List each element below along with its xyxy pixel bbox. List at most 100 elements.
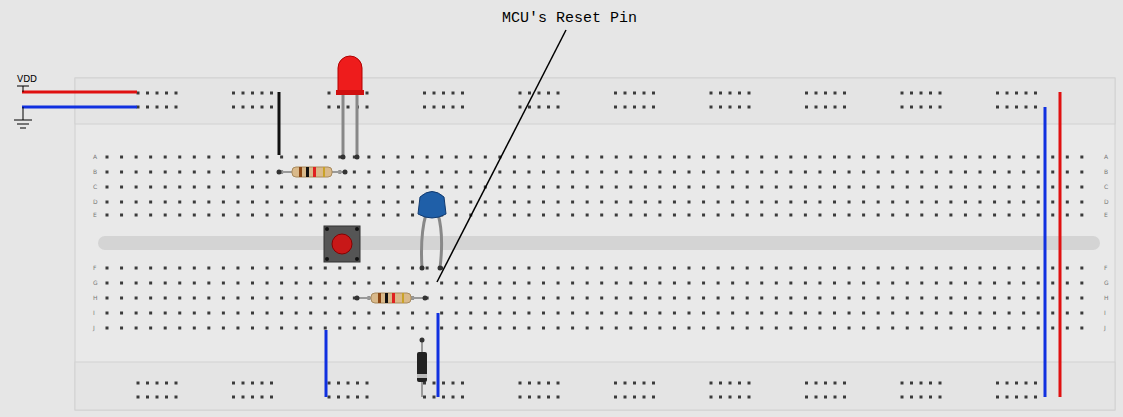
breadboard-hole xyxy=(901,382,904,385)
breadboard-hole xyxy=(939,92,942,95)
breadboard-hole xyxy=(1034,106,1037,109)
breadboard-hole xyxy=(920,214,923,217)
breadboard-hole xyxy=(920,327,923,330)
breadboard-hole xyxy=(295,327,298,330)
breadboard-hole xyxy=(633,396,636,399)
breadboard-hole xyxy=(964,171,967,174)
breadboard-hole xyxy=(455,214,458,217)
breadboard-hole xyxy=(702,312,705,315)
breadboard-hole xyxy=(710,382,713,385)
breadboard-hole xyxy=(1015,106,1018,109)
breadboard-hole xyxy=(347,382,350,385)
breadboard-hole xyxy=(920,156,923,159)
breadboard-hole xyxy=(920,171,923,174)
breadboard-hole xyxy=(571,267,574,270)
breadboard-hole xyxy=(178,201,181,204)
breadboard-hole xyxy=(1034,382,1037,385)
breadboard-hole xyxy=(455,186,458,189)
breadboard-hole xyxy=(513,201,516,204)
breadboard-hole xyxy=(789,201,792,204)
breadboard-hole xyxy=(673,327,676,330)
breadboard-hole xyxy=(353,312,356,315)
breadboard-hole xyxy=(366,92,369,95)
breadboard-hole xyxy=(586,282,589,285)
breadboard-hole xyxy=(106,171,109,174)
breadboard-hole xyxy=(629,327,632,330)
breadboard-hole xyxy=(993,312,996,315)
breadboard-hole xyxy=(440,327,443,330)
breadboard-hole xyxy=(804,214,807,217)
breadboard-hole xyxy=(848,327,851,330)
breadboard-hole xyxy=(426,327,429,330)
breadboard-hole xyxy=(1037,297,1040,300)
breadboard-hole xyxy=(775,282,778,285)
breadboard-hole xyxy=(353,327,356,330)
breadboard-hole xyxy=(433,396,436,399)
breadboard-hole xyxy=(137,396,140,399)
breadboard-hole xyxy=(993,201,996,204)
breadboard-hole xyxy=(833,201,836,204)
breadboard-hole xyxy=(929,396,932,399)
breadboard-hole xyxy=(547,92,550,95)
breadboard-hole xyxy=(848,267,851,270)
breadboard-hole xyxy=(843,382,846,385)
led-symbol xyxy=(336,56,364,160)
breadboard-hole xyxy=(804,297,807,300)
breadboard-hole xyxy=(538,382,541,385)
breadboard-hole xyxy=(629,214,632,217)
breadboard-hole xyxy=(165,396,168,399)
breadboard-hole xyxy=(775,171,778,174)
breadboard-hole xyxy=(423,92,426,95)
breadboard-hole xyxy=(309,282,312,285)
breadboard-hole xyxy=(717,214,720,217)
breadboard-hole xyxy=(949,312,952,315)
breadboard-hole xyxy=(156,106,159,109)
breadboard-hole xyxy=(644,171,647,174)
breadboard-hole xyxy=(760,201,763,204)
breadboard-hole xyxy=(658,201,661,204)
breadboard-hole xyxy=(652,92,655,95)
breadboard-hole xyxy=(1051,327,1054,330)
breadboard-hole xyxy=(843,106,846,109)
breadboard-hole xyxy=(135,156,138,159)
breadboard-hole xyxy=(397,201,400,204)
breadboard-hole xyxy=(367,327,370,330)
breadboard-hole xyxy=(193,186,196,189)
breadboard-hole xyxy=(586,171,589,174)
breadboard-hole xyxy=(452,396,455,399)
breadboard-hole xyxy=(891,201,894,204)
breadboard-hole xyxy=(789,214,792,217)
resistor-symbol xyxy=(355,293,428,303)
breadboard-hole xyxy=(1037,282,1040,285)
breadboard-hole xyxy=(615,156,618,159)
breadboard-hole xyxy=(382,282,385,285)
breadboard-hole xyxy=(251,171,254,174)
breadboard-hole xyxy=(600,282,603,285)
breadboard-hole xyxy=(834,396,837,399)
breadboard-hole xyxy=(513,297,516,300)
row-letter: J xyxy=(93,325,95,331)
breadboard-hole xyxy=(242,106,245,109)
breadboard-hole xyxy=(717,282,720,285)
breadboard-hole xyxy=(644,214,647,217)
breadboard-hole xyxy=(538,396,541,399)
breadboard-hole xyxy=(527,297,530,300)
breadboard-hole xyxy=(702,327,705,330)
breadboard-hole xyxy=(843,396,846,399)
breadboard-hole xyxy=(165,382,168,385)
breadboard-hole xyxy=(106,327,109,330)
breadboard-hole xyxy=(164,186,167,189)
breadboard-hole xyxy=(1022,327,1025,330)
breadboard-hole xyxy=(207,186,210,189)
breadboard-hole xyxy=(337,396,340,399)
diode-symbol xyxy=(417,338,427,398)
breadboard-hole xyxy=(824,382,827,385)
breadboard-hole xyxy=(120,312,123,315)
breadboard-hole xyxy=(1006,92,1009,95)
breadboard-hole xyxy=(309,327,312,330)
breadboard-hole xyxy=(688,156,691,159)
breadboard-hole xyxy=(338,282,341,285)
breadboard-hole xyxy=(629,297,632,300)
breadboard-hole xyxy=(527,327,530,330)
